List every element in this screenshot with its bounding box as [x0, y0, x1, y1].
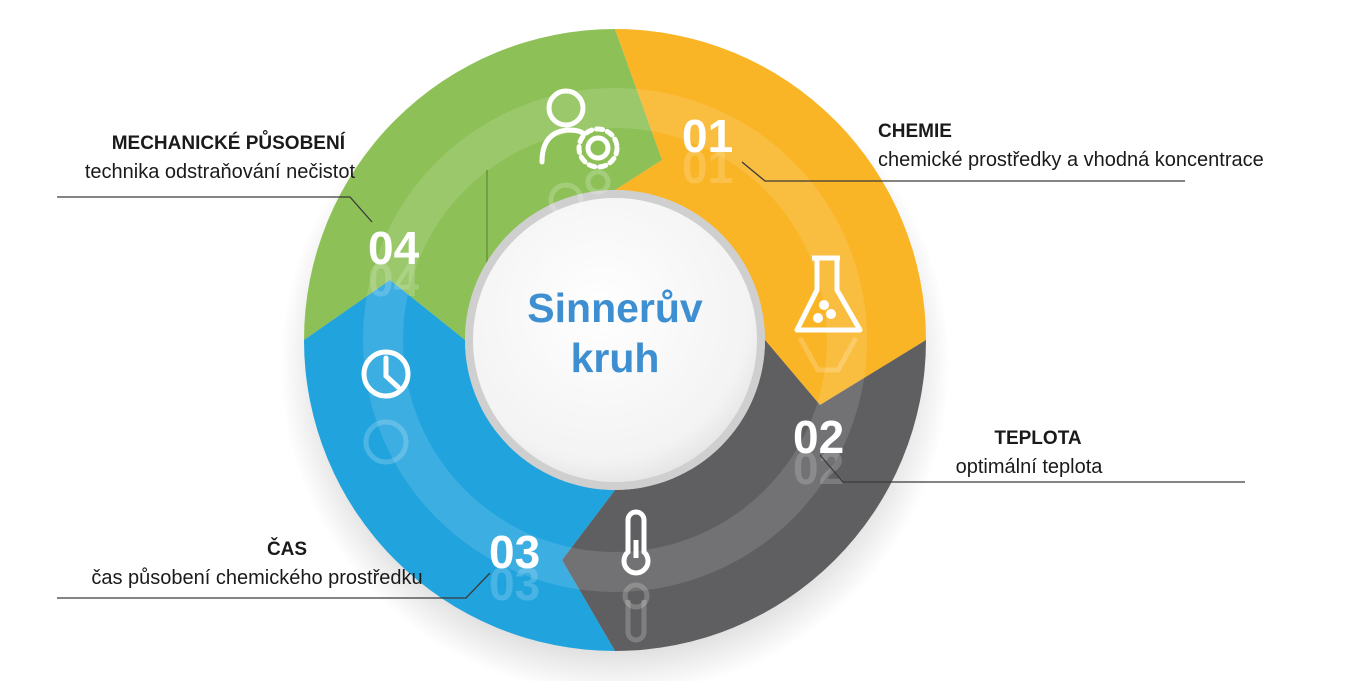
- thermometer-icon: [621, 509, 651, 576]
- user-gear-icon: [539, 88, 620, 170]
- thermometer-icon-reflection: [622, 582, 650, 643]
- number-01-reflection: 01: [682, 141, 733, 193]
- label-chemistry: CHEMIE chemické prostředky a vhodná konc…: [878, 118, 1264, 174]
- number-03-reflection: 03: [489, 558, 540, 610]
- leader-line-04: [57, 196, 373, 223]
- leader-line-03: [57, 572, 491, 599]
- user-gear-icon-reflection: [548, 169, 611, 218]
- number-04-reflection: 04: [368, 254, 420, 306]
- center-hole: [473, 198, 757, 482]
- label-mechanical: MECHANICKÉ PŮSOBENÍ technika odstraňován…: [10, 130, 355, 186]
- number-02: 02: [793, 411, 844, 463]
- ring-highlight: [363, 88, 867, 592]
- flask-icon: [794, 255, 863, 333]
- label-time: ČAS čas působení chemického prostředku: [57, 536, 457, 592]
- label-temperature-desc: optimální teplota: [955, 456, 1103, 478]
- label-time-title: ČAS: [266, 539, 308, 560]
- label-temperature-title: TEPLOTA: [994, 428, 1082, 449]
- segment-02-temperature: [562, 340, 926, 651]
- flask-icon-reflection: [797, 336, 859, 373]
- label-mechanical-desc: technika odstraňování nečistot: [84, 161, 355, 183]
- number-03: 03: [489, 526, 540, 578]
- segment-04-mechanical: [304, 29, 662, 340]
- label-time-desc: čas působení chemického prostředku: [91, 567, 423, 589]
- center-title-line1: Sinnerův: [527, 285, 703, 331]
- label-temperature: TEPLOTA optimální teplota: [944, 425, 1114, 481]
- leader-line-01: [741, 161, 1185, 182]
- number-02-reflection: 02: [793, 442, 844, 494]
- label-chemistry-title: CHEMIE: [878, 121, 952, 142]
- leader-line-02: [819, 454, 1245, 483]
- label-chemistry-desc: chemické prostředky a vhodná koncentrace: [878, 149, 1264, 171]
- number-01: 01: [682, 110, 733, 162]
- center-title: Sinnerův kruh: [500, 283, 730, 383]
- clock-icon-reflection: [363, 419, 409, 465]
- number-04: 04: [368, 222, 420, 274]
- center-title-line2: kruh: [570, 335, 660, 381]
- clock-icon: [361, 349, 411, 399]
- segment-03-time: [304, 280, 615, 651]
- label-mechanical-title: MECHANICKÉ PŮSOBENÍ: [111, 133, 345, 154]
